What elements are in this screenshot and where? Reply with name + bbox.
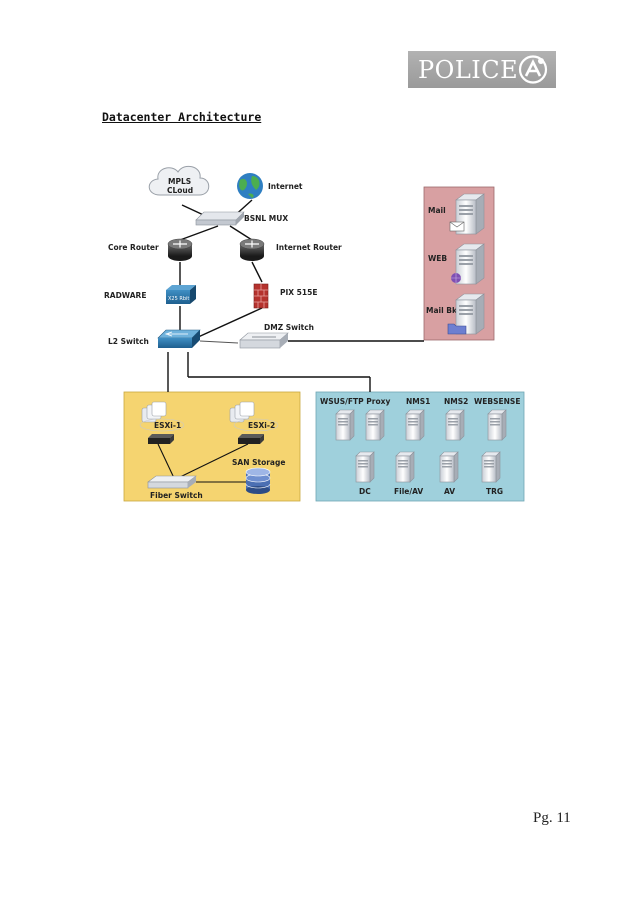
internet-globe-icon xyxy=(237,173,263,199)
server-label-websense: WEBSENSE xyxy=(474,397,520,406)
server-av-icon xyxy=(439,451,459,483)
police-emblem-icon xyxy=(518,55,548,84)
mail-envelope-icon xyxy=(449,221,465,232)
mail-backup-folder-icon xyxy=(447,323,467,335)
server-file-av-icon xyxy=(395,451,415,483)
esxi-2-host-icon xyxy=(238,434,264,444)
police-logo: POLICE xyxy=(408,51,556,88)
san-storage-label: SAN Storage xyxy=(232,458,285,467)
mpls-label: MPLS xyxy=(168,177,191,186)
san-storage-icon xyxy=(245,467,271,494)
virtual-links xyxy=(157,443,249,483)
connections xyxy=(167,199,424,392)
internet-label: Internet xyxy=(268,182,303,191)
server-wsus-icon xyxy=(335,409,355,441)
l2-switch-icon xyxy=(157,329,201,348)
fiber-switch-icon xyxy=(147,475,197,489)
server-dc-icon xyxy=(355,451,375,483)
core-router-icon xyxy=(167,238,193,262)
server-nms2-icon xyxy=(445,409,465,441)
esxi-2-label: ESXi-2 xyxy=(248,421,275,430)
server-label-nms2: NMS2 xyxy=(444,397,468,406)
dmz-server-label-0: Mail xyxy=(428,206,446,215)
page-title: Datacenter Architecture xyxy=(102,110,262,124)
mpls-label-2: CLoud xyxy=(167,186,193,195)
server-label-trg: TRG xyxy=(486,487,503,496)
internet-router-label: Internet Router xyxy=(276,243,342,252)
dmz-switch-links xyxy=(199,340,239,344)
server-label-av: AV xyxy=(444,487,455,496)
bsnl-mux-icon xyxy=(195,211,245,226)
logo-text: POLICE xyxy=(418,55,519,84)
core-router-label: Core Router xyxy=(108,243,159,252)
server-ftp-proxy-icon xyxy=(365,409,385,441)
dmz-server-label-2: Mail Bk xyxy=(426,306,458,315)
fiber-switch-label: Fiber Switch xyxy=(150,491,203,500)
radware-appliance-icon xyxy=(166,285,196,304)
mpls-cloud-icon xyxy=(148,165,210,196)
l2-switch-label: L2 Switch xyxy=(108,337,149,346)
server-label-nms1: NMS1 xyxy=(406,397,430,406)
server-label-wsus: WSUS/FTP Proxy xyxy=(320,397,390,406)
dmz-server-label-1: WEB xyxy=(428,254,447,263)
web-globe-icon xyxy=(451,273,461,283)
internet-router-icon xyxy=(239,238,265,262)
radware-label: RADWARE xyxy=(104,291,146,300)
pix-label: PIX 515E xyxy=(280,288,317,297)
server-nms1-icon xyxy=(405,409,425,441)
bsnl-mux-label: BSNL MUX xyxy=(244,214,288,223)
dmz-switch-label: DMZ Switch xyxy=(264,323,314,332)
pix-firewall-icon xyxy=(253,283,269,309)
radware-box-label: X25 Rbit xyxy=(168,296,189,302)
server-zone xyxy=(315,391,525,502)
server-label-file-av: File/AV xyxy=(394,487,423,496)
page-number: Pg. 11 xyxy=(533,810,571,826)
esxi-1-host-icon xyxy=(148,434,174,444)
esxi-1-label: ESXi-1 xyxy=(154,421,181,430)
server-websense-icon xyxy=(487,409,507,441)
server-trg-icon xyxy=(481,451,501,483)
server-label-dc: DC xyxy=(359,487,371,496)
dmz-switch-icon xyxy=(239,332,289,349)
